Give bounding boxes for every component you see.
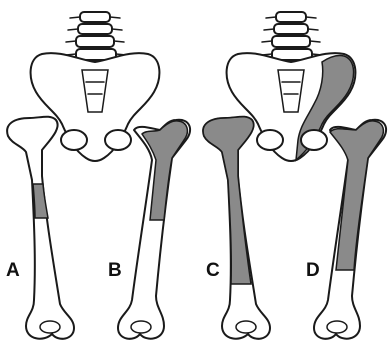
skeleton-right	[203, 12, 386, 339]
label-b: B	[108, 260, 122, 281]
label-c: C	[206, 260, 220, 281]
spine-left	[66, 12, 126, 60]
femur-a-highlight	[33, 184, 48, 218]
spine-right	[262, 12, 322, 60]
femur-c	[203, 117, 270, 339]
label-a: A	[6, 260, 20, 281]
femur-a	[7, 117, 74, 339]
femur-c-highlight	[203, 117, 254, 284]
label-d: D	[306, 260, 320, 281]
femur-b	[118, 120, 190, 339]
femur-d	[314, 120, 386, 339]
skeleton-left	[7, 12, 190, 339]
femur-d-highlight	[330, 121, 383, 270]
